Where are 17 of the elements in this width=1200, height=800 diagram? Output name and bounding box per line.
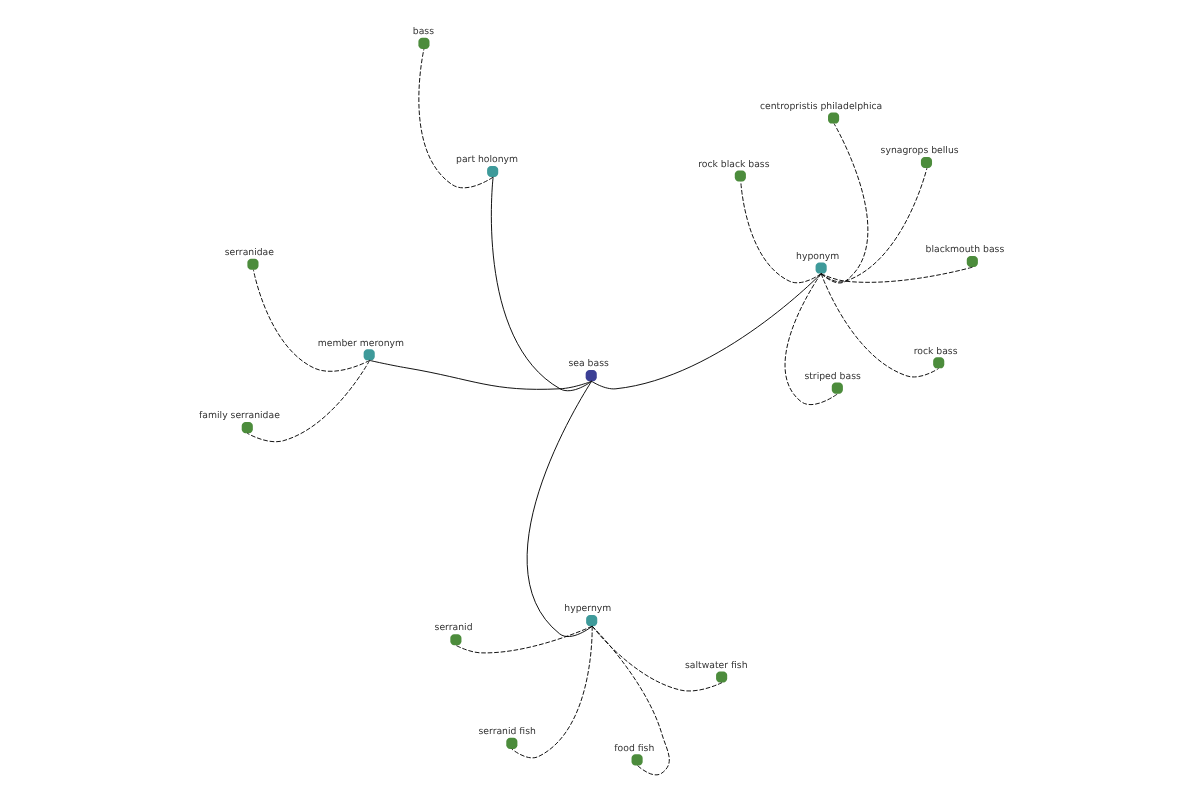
connector [454, 625, 592, 654]
connector [417, 48, 493, 189]
connector [783, 273, 838, 406]
connector [245, 359, 370, 443]
connector [510, 625, 592, 759]
connector [819, 123, 868, 284]
connector [590, 273, 821, 390]
connector [739, 181, 821, 284]
connector [819, 273, 939, 378]
connector [368, 359, 592, 390]
connector [590, 625, 669, 776]
connector [819, 167, 927, 283]
connector [819, 266, 973, 283]
connector [590, 625, 722, 692]
connector [489, 176, 592, 392]
connector [525, 380, 592, 637]
connector [251, 269, 370, 372]
